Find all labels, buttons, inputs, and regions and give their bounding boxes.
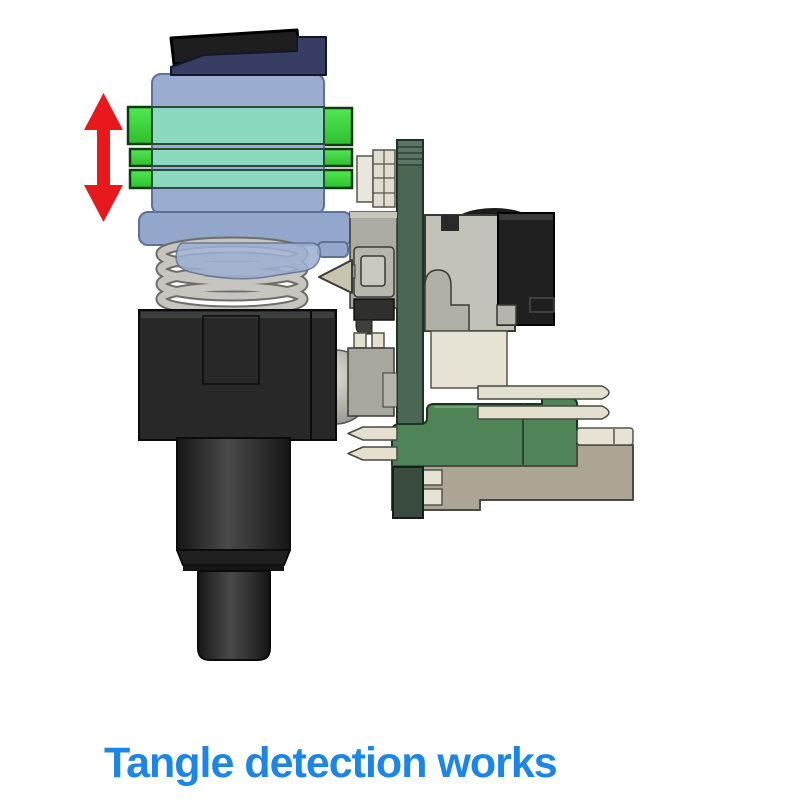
ball-guide-block xyxy=(347,347,398,417)
terminal-connector xyxy=(356,149,396,208)
pcb-edge-ridges xyxy=(398,146,422,166)
header-pins-right xyxy=(477,385,610,420)
up-down-arrow-icon xyxy=(84,93,123,222)
motor-slot xyxy=(424,269,470,332)
sensor-motor-assembly xyxy=(424,208,555,389)
mount-block-cap xyxy=(576,427,634,446)
knob-flange-hook xyxy=(317,241,349,258)
knob-neck xyxy=(175,242,322,280)
detection-band-wheel xyxy=(126,105,354,190)
motor-tab xyxy=(496,304,517,326)
caption: Tangle detection works xyxy=(104,739,557,787)
housing-panel xyxy=(202,315,260,385)
tangle-detector-knob xyxy=(126,28,354,258)
microswitch xyxy=(347,211,398,309)
switch-lever-cone xyxy=(318,259,353,294)
pcb-foot xyxy=(392,466,424,519)
knob-clip xyxy=(170,36,327,76)
band-through-body xyxy=(151,106,325,189)
header-pins-left xyxy=(347,426,398,461)
cream-spacer-block xyxy=(430,330,508,389)
outlet-cylinder xyxy=(176,437,291,661)
sensor-housing xyxy=(138,309,337,441)
switch-base xyxy=(353,298,395,321)
pcb-left-components xyxy=(318,149,398,461)
